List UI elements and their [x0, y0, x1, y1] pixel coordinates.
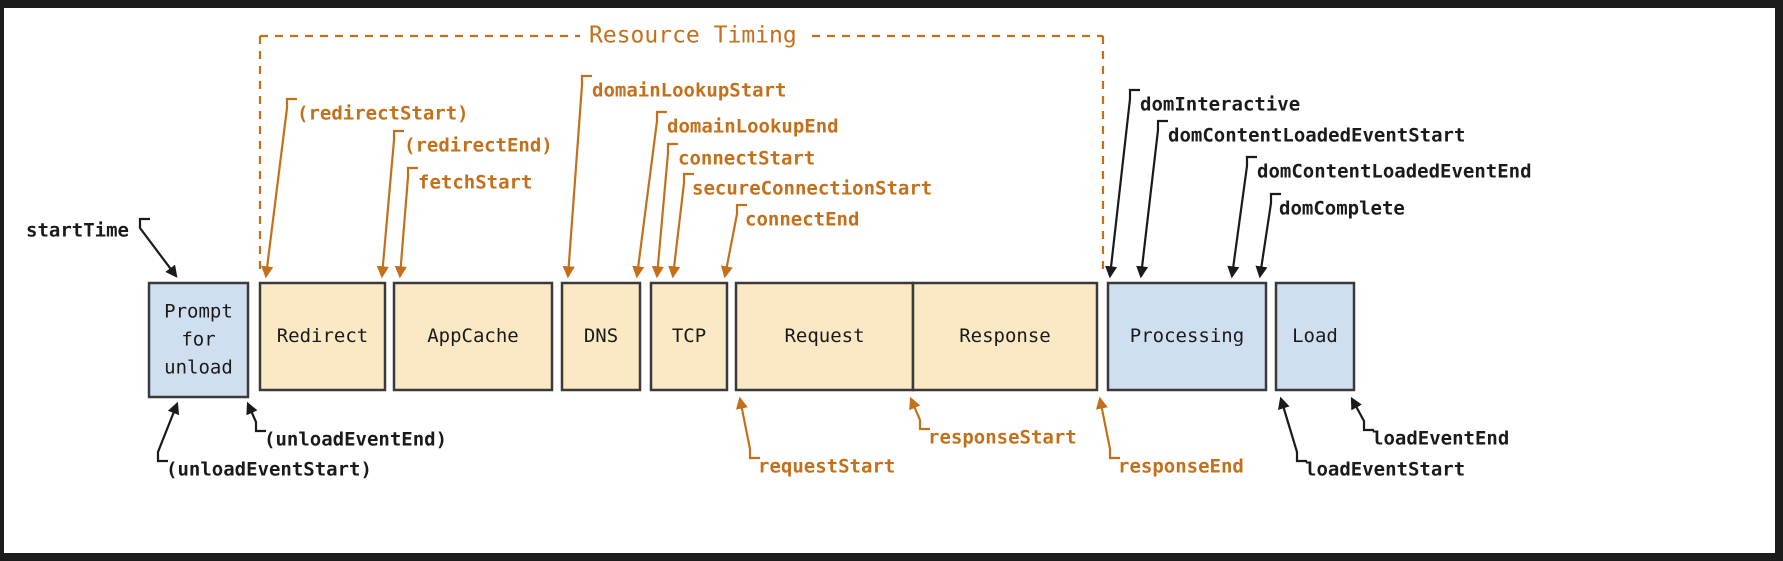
timing-label: responseEnd	[1095, 396, 1244, 478]
leader-line	[261, 97, 297, 279]
timing-label-text: connectStart	[678, 148, 815, 170]
phase-box-rect[interactable]	[734, 281, 915, 392]
timing-label: secureConnectionStart	[668, 172, 932, 279]
bottom-timing-labels: (unloadEventStart) (unloadEventEnd) reques…	[156, 396, 1509, 481]
timing-label: startTime	[26, 217, 178, 278]
leader-line	[138, 217, 178, 278]
timing-label-text: loadEventEnd	[1372, 428, 1509, 450]
timing-label-text: requestStart	[758, 456, 895, 478]
timing-label: requestStart	[735, 396, 895, 478]
phase-box-rect[interactable]	[1106, 281, 1268, 392]
timing-label: connectStart	[651, 142, 815, 279]
phase-box[interactable]: Response	[911, 281, 1099, 392]
timing-label-text: domComplete	[1279, 198, 1405, 220]
resource-timing-bracket: Resource Timing	[258, 23, 1105, 276]
leader-line	[720, 203, 747, 279]
phase-box-label: Request	[784, 325, 864, 347]
phase-box-rect[interactable]	[560, 281, 642, 392]
timing-label: domainLookupStart	[562, 74, 786, 279]
timing-label: domContentLoadedEventStart	[1136, 119, 1465, 279]
timing-label-text: (unloadEventEnd)	[264, 429, 447, 451]
leader-line	[1105, 88, 1140, 279]
leader-line	[1227, 155, 1257, 279]
phase-box-label: Load	[1292, 325, 1338, 347]
leader-line	[1255, 192, 1281, 279]
timing-label-text: domInteractive	[1140, 94, 1300, 116]
timing-label-text: secureConnectionStart	[692, 178, 932, 200]
phase-box-label: Response	[959, 325, 1051, 347]
phase-box[interactable]: TCP	[649, 281, 729, 392]
timing-label-text: (redirectEnd)	[404, 135, 553, 157]
frame-border-bottom	[0, 553, 1783, 561]
phase-box-rect[interactable]	[911, 281, 1099, 392]
timing-label: loadEventStart	[1278, 396, 1465, 481]
timing-label-text: (redirectStart)	[297, 103, 469, 125]
leader-line	[632, 110, 667, 279]
timing-label: connectEnd	[720, 203, 859, 279]
timing-label-text: domContentLoadedEventStart	[1168, 125, 1465, 147]
timing-label: responseStart	[909, 396, 1077, 449]
timing-label: domContentLoadedEventEnd	[1227, 155, 1532, 279]
phase-box[interactable]: Load	[1274, 281, 1356, 392]
phase-box-label: for	[181, 329, 215, 351]
leader-line	[156, 401, 180, 463]
leader-line	[651, 142, 678, 279]
timing-label: (redirectEnd)	[376, 129, 553, 279]
phase-box[interactable]: Request	[734, 281, 915, 392]
timing-label-text: domainLookupStart	[592, 80, 786, 102]
timing-label-text: domContentLoadedEventEnd	[1257, 161, 1532, 183]
phase-box-label: AppCache	[427, 325, 519, 347]
top-timing-labels: startTime (redirectStart) (redirectEnd) fet…	[26, 74, 1532, 279]
phase-box-rect[interactable]	[649, 281, 729, 392]
phase-box[interactable]: Redirect	[258, 281, 387, 392]
phase-box-label: Processing	[1130, 325, 1244, 347]
timing-label: fetchStart	[394, 166, 532, 279]
timing-label: (redirectStart)	[261, 97, 469, 279]
phase-box-rect[interactable]	[147, 281, 250, 399]
leader-line	[246, 401, 266, 433]
leader-line	[1095, 396, 1120, 460]
timing-label-text: domainLookupEnd	[667, 116, 839, 138]
timing-label: domComplete	[1255, 192, 1405, 279]
timing-label: loadEventEnd	[1350, 396, 1509, 450]
phase-box[interactable]: Processing	[1106, 281, 1268, 392]
leader-line	[1136, 119, 1168, 279]
leader-line	[1278, 396, 1307, 463]
frame-border-top	[0, 0, 1783, 8]
leader-line	[394, 166, 418, 279]
timing-label: (unloadEventStart)	[156, 401, 372, 481]
phase-box[interactable]: DNS	[560, 281, 642, 392]
phase-box-label: TCP	[672, 325, 706, 347]
phase-box[interactable]: Prompt for unload	[147, 281, 250, 399]
timing-label: domInteractive	[1105, 88, 1300, 279]
timing-label-text: (unloadEventStart)	[166, 459, 372, 481]
leader-line	[909, 396, 930, 431]
timing-label-text: responseStart	[928, 427, 1077, 449]
phase-box-rect[interactable]	[392, 281, 554, 392]
leader-line	[668, 172, 694, 279]
frame-border-right	[1775, 0, 1783, 561]
phase-box-rect[interactable]	[1274, 281, 1356, 392]
timing-label-text: loadEventStart	[1305, 459, 1465, 481]
phase-box-label: Redirect	[277, 325, 369, 347]
phase-box[interactable]: AppCache	[392, 281, 554, 392]
phase-box-label: unload	[164, 357, 233, 379]
phase-box-label: Prompt	[164, 301, 233, 323]
phase-box-label: DNS	[584, 325, 618, 347]
timing-label-text: fetchStart	[418, 172, 532, 194]
timing-label: (unloadEventEnd)	[246, 401, 447, 451]
timing-label: domainLookupEnd	[632, 110, 839, 279]
leader-line	[735, 396, 760, 460]
leader-line	[1350, 396, 1374, 432]
timing-label-text: responseEnd	[1118, 456, 1244, 478]
leader-line	[376, 129, 404, 279]
phase-boxes: Prompt for unload Redirect AppCache DNS TCP Req…	[147, 281, 1356, 399]
timing-label-text: connectEnd	[745, 209, 859, 231]
leader-line	[562, 74, 592, 279]
resource-timing-label: Resource Timing	[589, 23, 797, 49]
timing-label-text: startTime	[26, 220, 129, 242]
phase-box-rect[interactable]	[258, 281, 387, 392]
frame-border-left	[0, 0, 4, 561]
